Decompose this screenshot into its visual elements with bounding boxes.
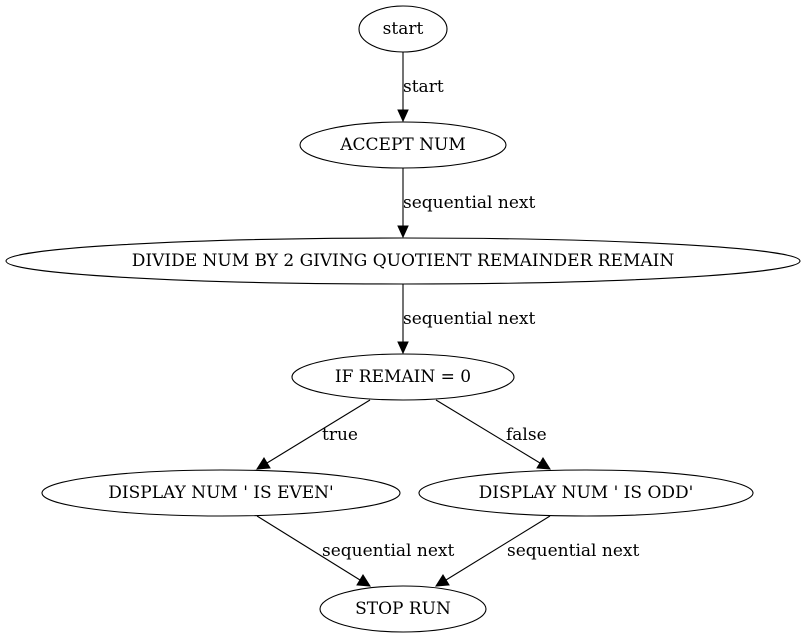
node-label-stop-run: STOP RUN: [355, 599, 451, 619]
node-display-odd: DISPLAY NUM ' IS ODD': [418, 469, 754, 517]
edge-label-sequential-next: sequential next: [403, 309, 535, 329]
node-divide: DIVIDE NUM BY 2 GIVING QUOTIENT REMAINDE…: [5, 237, 801, 285]
node-accept-num: ACCEPT NUM: [299, 121, 507, 169]
edge-divide-to-if: sequential next: [397, 284, 535, 355]
node-label-accept-num: ACCEPT NUM: [339, 135, 466, 155]
node-if-remain: IF REMAIN = 0: [291, 353, 515, 401]
edge-start-to-accept: start: [397, 52, 444, 123]
edge-label-sequential-next: sequential next: [322, 541, 454, 561]
edge-even-to-stop: sequential next: [256, 515, 454, 587]
node-label-display-odd: DISPLAY NUM ' IS ODD': [479, 483, 694, 503]
node-start: start: [358, 5, 448, 53]
node-label-if-remain: IF REMAIN = 0: [335, 367, 471, 387]
edge-label-start: start: [403, 77, 444, 97]
node-label-start: start: [383, 19, 424, 39]
node-display-even: DISPLAY NUM ' IS EVEN': [41, 469, 401, 517]
edge-odd-to-stop: sequential next: [435, 515, 639, 587]
edge-label-sequential-next: sequential next: [403, 193, 535, 213]
edge-if-to-odd: false: [435, 399, 551, 470]
edge-label-false: false: [506, 425, 547, 445]
edge-accept-to-divide: sequential next: [397, 168, 535, 239]
edge-if-to-even: true: [256, 399, 371, 470]
node-label-divide: DIVIDE NUM BY 2 GIVING QUOTIENT REMAINDE…: [132, 251, 675, 271]
node-stop-run: STOP RUN: [319, 585, 487, 633]
edge-label-sequential-next: sequential next: [507, 541, 639, 561]
node-label-display-even: DISPLAY NUM ' IS EVEN': [108, 483, 333, 503]
edge-label-true: true: [322, 425, 358, 445]
